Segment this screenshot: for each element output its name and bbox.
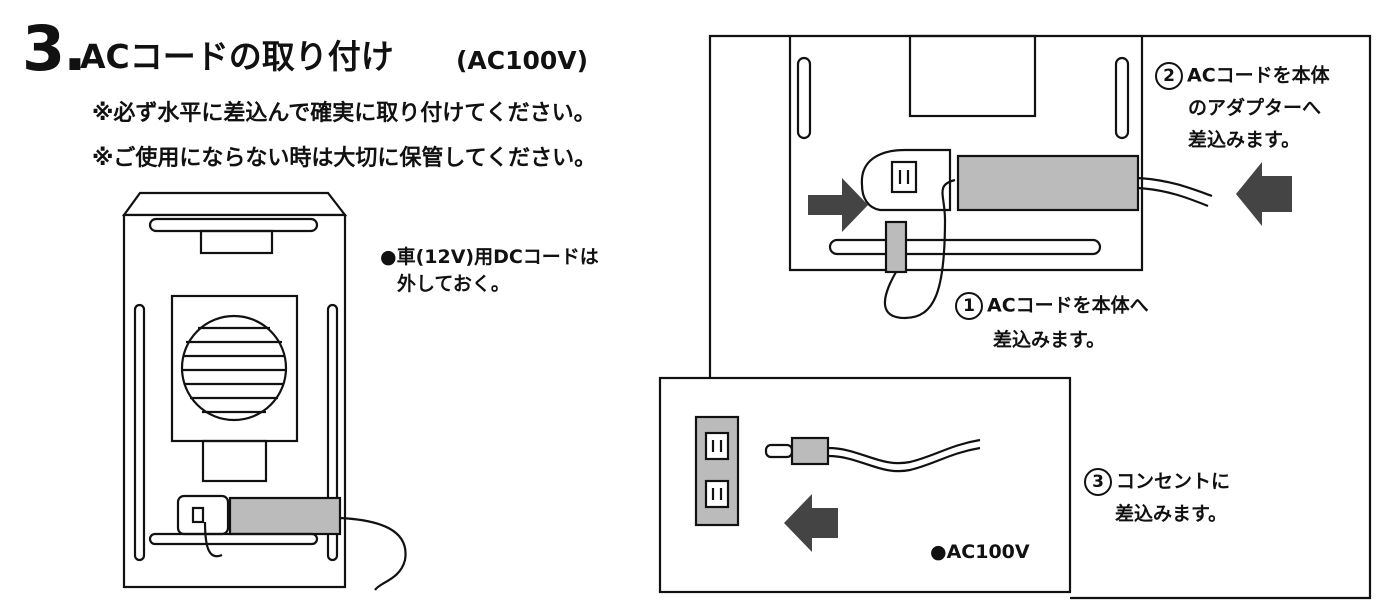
step-1-line2: 差込みます。 (993, 329, 1106, 351)
dc-cord-note-line2: 外しておく。 (397, 273, 510, 295)
section-title: ACコードの取り付け (80, 37, 394, 76)
step-2-text: ACコードを本体 (1187, 64, 1330, 87)
step-2-number: 2 (1155, 62, 1183, 90)
dc-cord-note-line1: ●車(12V)用DCコードは (380, 246, 599, 268)
step-2-line3: 差込みます。 (1188, 129, 1301, 151)
section-subtitle: (AC100V) (456, 46, 589, 75)
step-1-number: 1 (955, 292, 983, 320)
note-horizontal-insert: ※必ず水平に差込んで確実に取り付けてください。 (92, 101, 596, 126)
outlet-label: ●AC100V (930, 541, 1030, 563)
step-3-line2: 差込みます。 (1115, 503, 1228, 525)
note-storage: ※ご使用にならない時は大切に保管してください。 (92, 146, 597, 171)
step-3-text: コンセントに (1116, 470, 1231, 493)
step-1-text: ACコードを本体へ (987, 294, 1149, 317)
step-3-number: 3 (1084, 468, 1112, 496)
section-number: 3. (22, 12, 87, 85)
step-2-line2: のアダプターへ (1188, 97, 1322, 119)
